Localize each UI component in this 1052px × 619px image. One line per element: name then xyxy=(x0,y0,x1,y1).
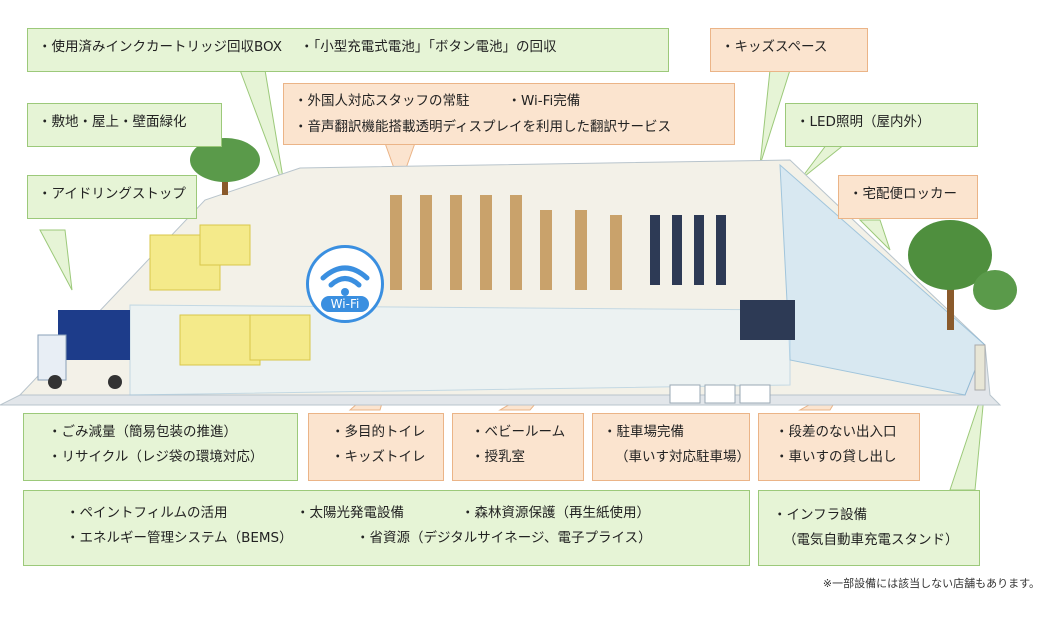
callout-kids-space: ・キッズスペース xyxy=(710,28,868,72)
storage-boxes xyxy=(149,224,311,366)
callout-text: ・Wi-Fi完備 xyxy=(507,93,581,109)
footnote: ※一部設備には該当しない店舗もあります。 xyxy=(822,577,1040,590)
callout-text: ・ペイントフィルムの活用 xyxy=(66,505,228,521)
callout-text: ・車いすの貸し出し xyxy=(775,449,897,465)
accessible-parking xyxy=(669,384,771,404)
callout-infrastructure: ・インフラ設備 （電気自動車充電スタンド） xyxy=(758,490,980,566)
delivery-truck xyxy=(37,310,130,389)
callout-delivery-locker: ・宅配便ロッカー xyxy=(838,175,978,219)
wifi-badge-label: Wi-Fi xyxy=(321,296,369,312)
trees xyxy=(190,138,1017,330)
callout-text: ・宅配便ロッカー xyxy=(849,186,957,202)
callout-led: ・LED照明（屋内外） xyxy=(785,103,978,147)
callout-greening: ・敷地・屋上・壁面緑化 xyxy=(27,103,222,147)
callout-text: ・ベビールーム xyxy=(471,424,566,440)
wifi-badge: Wi-Fi xyxy=(306,245,384,323)
callout-text: ・多目的トイレ xyxy=(331,424,426,440)
callout-idling-stop: ・アイドリングストップ xyxy=(27,175,197,219)
callout-text: ・「小型充電式電池」「ボタン電池」の回収 xyxy=(300,39,557,55)
callout-text: （車いす対応駐車場） xyxy=(615,449,750,465)
wifi-icon xyxy=(320,265,370,296)
callout-baby-room: ・ベビールーム ・授乳室 xyxy=(452,413,584,481)
callout-text: ・ごみ減量（簡易包装の推進） xyxy=(48,424,237,440)
callout-ink-battery: ・使用済みインクカートリッジ回収BOX ・「小型充電式電池」「ボタン電池」の回収 xyxy=(27,28,669,72)
callout-text: ・授乳室 xyxy=(471,449,525,465)
callout-foreign-support: ・外国人対応スタッフの常駐 ・Wi-Fi完備 ・音声翻訳機能搭載透明ディスプレイを… xyxy=(283,83,735,145)
dark-shelves xyxy=(650,215,795,340)
callout-eco-facilities: ・ペイントフィルムの活用 ・太陽光発電設備 ・森林資源保護（再生紙使用） ・エネルギ… xyxy=(23,490,750,566)
callout-text: ・音声翻訳機能搭載透明ディスプレイを利用した翻訳サービス xyxy=(294,119,672,135)
callout-text: ・LED照明（屋内外） xyxy=(796,114,931,130)
callout-text: ・キッズスペース xyxy=(721,39,828,55)
callout-text: ・使用済みインクカートリッジ回収BOX xyxy=(38,39,283,55)
callout-text: ・段差のない出入口 xyxy=(775,424,897,440)
callout-waste-recycle: ・ごみ減量（簡易包装の推進） ・リサイクル（レジ袋の環境対応） xyxy=(23,413,298,481)
callout-text: ・リサイクル（レジ袋の環境対応） xyxy=(48,449,264,465)
callout-text: ・駐車場完備 xyxy=(603,424,684,440)
callout-text: ・省資源（デジタルサイネージ、電子プライス） xyxy=(356,530,652,546)
callout-text: ・森林資源保護（再生紙使用） xyxy=(461,505,650,521)
callout-text: ・外国人対応スタッフの常駐 xyxy=(294,93,470,109)
callout-text: ・アイドリングストップ xyxy=(38,186,186,202)
ev-charger xyxy=(974,344,986,391)
callout-text: ・インフラ設備 xyxy=(773,507,868,523)
callout-parking: ・駐車場完備 （車いす対応駐車場） xyxy=(592,413,750,481)
callout-text: ・キッズトイレ xyxy=(331,449,426,465)
shelves xyxy=(390,195,622,290)
right-glass-wall xyxy=(779,163,986,396)
callout-text: （電気自動車充電スタンド） xyxy=(783,532,959,548)
callout-toilets: ・多目的トイレ ・キッズトイレ xyxy=(308,413,444,481)
callout-entrance: ・段差のない出入口 ・車いすの貸し出し xyxy=(758,413,920,481)
callout-text: ・エネルギー管理システム（BEMS） xyxy=(66,530,293,546)
callout-text: ・太陽光発電設備 xyxy=(296,505,404,521)
callout-text: ・敷地・屋上・壁面緑化 xyxy=(38,114,187,130)
